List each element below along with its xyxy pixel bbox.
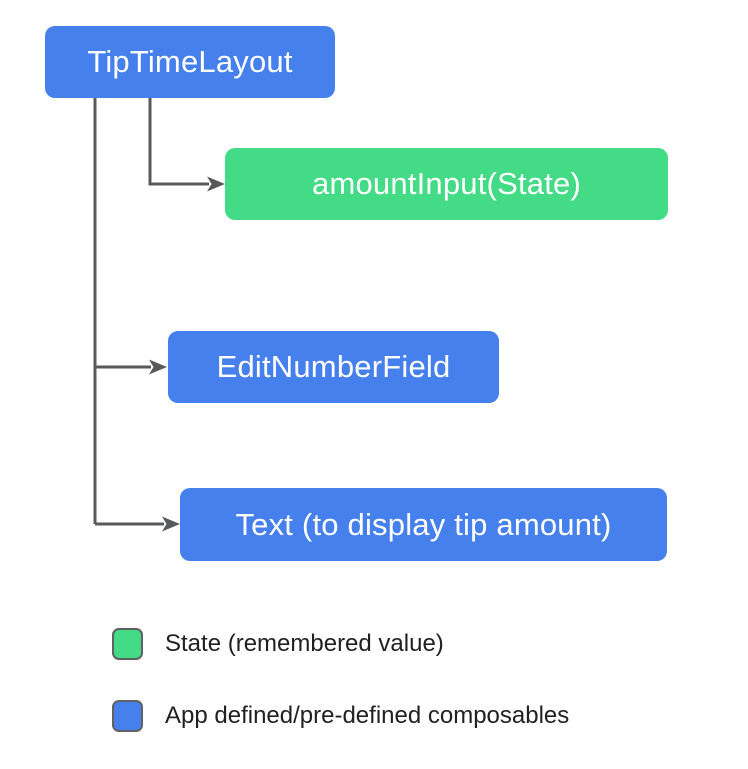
- legend-swatch-composable-blue: [112, 700, 143, 732]
- node-text-display-tip-amount: Text (to display tip amount): [180, 488, 667, 561]
- node-editnumberfield: EditNumberField: [168, 331, 499, 403]
- legend-label: State (remembered value): [165, 630, 444, 657]
- node-label: amountInput(State): [312, 166, 581, 201]
- arrowhead-icon: [207, 176, 225, 192]
- arrowhead-icon: [162, 516, 180, 532]
- legend-item-state: State (remembered value): [112, 628, 444, 660]
- node-tiptimelayout: TipTimeLayout: [45, 26, 335, 98]
- connector-tiptimelayout-to-text: [95, 516, 180, 532]
- arrowhead-icon: [149, 359, 167, 375]
- legend-item-composables: App defined/pre-defined composables: [112, 700, 569, 732]
- node-amountinput-state: amountInput(State): [225, 148, 668, 220]
- connector-tiptimelayout-to-editnumberfield: [95, 359, 167, 375]
- node-label: EditNumberField: [216, 349, 451, 384]
- legend-swatch-state-green: [112, 628, 143, 660]
- connector-tiptimelayout-to-amountinput: [148, 98, 225, 192]
- node-label: Text (to display tip amount): [235, 506, 612, 542]
- connector-line: [148, 98, 209, 186]
- node-label: TipTimeLayout: [87, 44, 293, 79]
- legend-label: App defined/pre-defined composables: [165, 702, 570, 729]
